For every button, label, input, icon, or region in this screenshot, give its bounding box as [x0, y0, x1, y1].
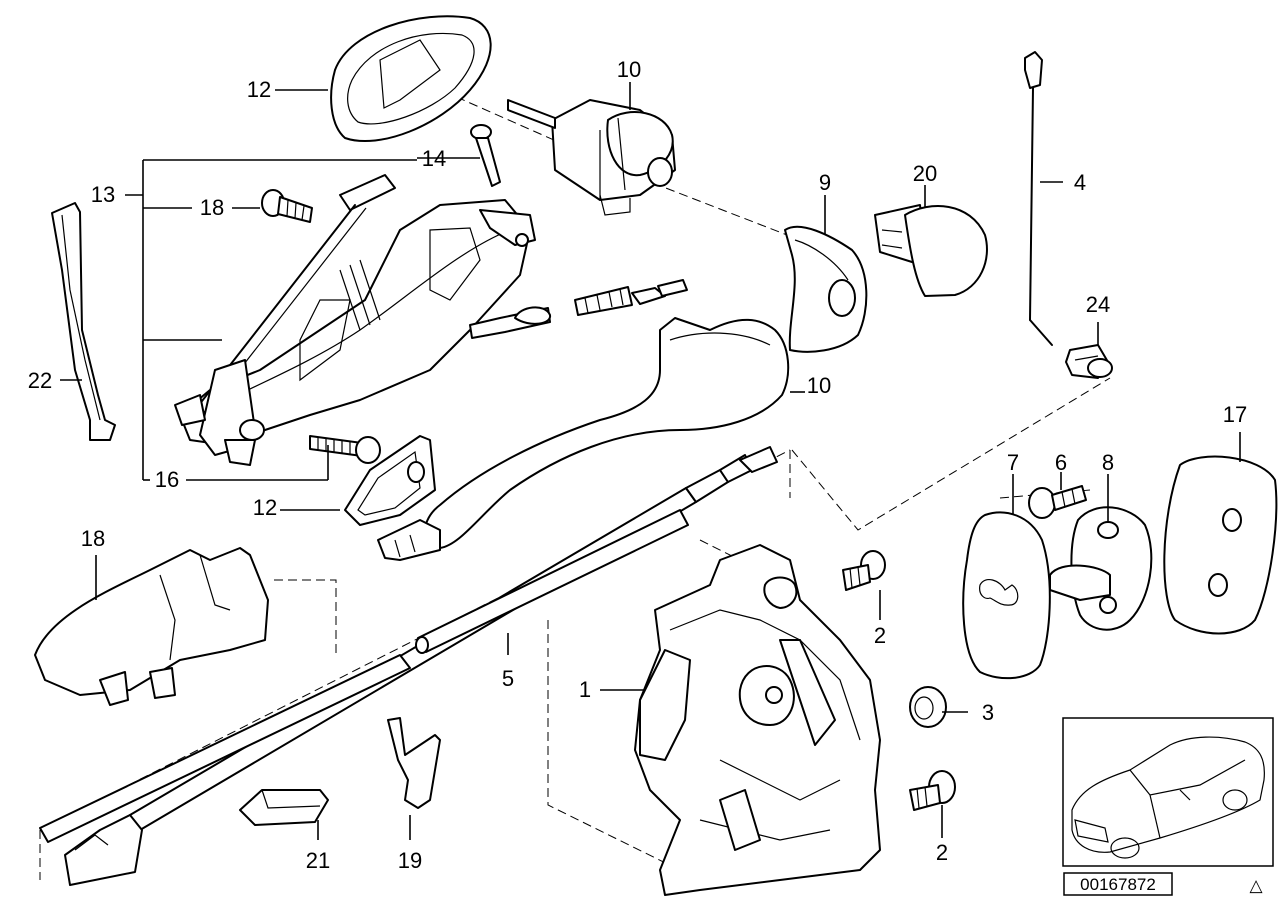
part-8-striker — [1049, 506, 1153, 631]
part-7-pad — [962, 511, 1051, 680]
label-12: 12 — [253, 495, 277, 520]
label-7: 7 — [1007, 450, 1019, 475]
label-4: 4 — [1074, 170, 1086, 195]
part-18-cover — [34, 547, 269, 706]
label-13: 12 — [247, 77, 271, 102]
label-11: 10 — [617, 57, 641, 82]
part-13-gasket — [330, 15, 492, 143]
part-23-seal-strip — [51, 202, 116, 441]
label-14: 13 — [91, 182, 115, 207]
drawing-code: 00167872 — [1080, 875, 1156, 894]
label-3: 3 — [982, 700, 994, 725]
part-number-labels: 10 12 14 13 18 9 20 4 24 22 10 17 7 6 8 … — [28, 57, 1247, 873]
part-3-grommet — [909, 686, 947, 728]
part-21-cap — [874, 204, 988, 297]
part-2-screw-upper — [842, 550, 886, 591]
part-12-gasket — [344, 435, 436, 526]
label-18: 18 — [81, 526, 105, 551]
part-4-rod — [1024, 51, 1053, 346]
label-24: 24 — [1086, 292, 1110, 317]
label-9: 9 — [819, 170, 831, 195]
part-15-screw — [470, 124, 501, 187]
label-23: 22 — [28, 368, 52, 393]
label-22: 21 — [306, 848, 330, 873]
label-2-lower: 2 — [936, 840, 948, 865]
label-15: 14 — [422, 146, 446, 171]
label-8: 8 — [1102, 450, 1114, 475]
part-24-clip — [1065, 344, 1113, 379]
label-16: 16 — [155, 467, 179, 492]
part-14-handle-carrier — [174, 174, 688, 466]
label-17: 17 — [1223, 402, 1247, 427]
label-20: 19 — [398, 848, 422, 873]
corner-triangle-icon: △ — [1249, 876, 1263, 895]
label-6: 6 — [1055, 450, 1067, 475]
label-2-upper: 2 — [874, 623, 886, 648]
drawing-code-box: 00167872 — [1063, 872, 1173, 896]
part-1-door-lock — [634, 544, 881, 896]
label-5: 5 — [502, 666, 514, 691]
part-11-lock-cylinder — [507, 99, 676, 216]
part-19-screw — [261, 189, 313, 223]
part-20-bracket — [387, 717, 441, 809]
label-1: 1 — [579, 677, 591, 702]
label-21: 20 — [913, 161, 937, 186]
leader-lines — [60, 82, 1241, 840]
part-9-cover-cap — [784, 225, 868, 353]
part-2-screw-lower — [909, 770, 956, 811]
label-19: 18 — [200, 195, 224, 220]
part-16-screw — [309, 435, 381, 464]
part-5-cable — [39, 446, 778, 886]
part-17-cover-plate — [1163, 455, 1278, 635]
part-10-outer-handle — [377, 317, 790, 561]
vehicle-thumbnail — [1062, 717, 1274, 867]
part-22-clip — [239, 789, 329, 826]
part-6-screw — [1028, 485, 1087, 519]
label-10: 10 — [807, 373, 831, 398]
